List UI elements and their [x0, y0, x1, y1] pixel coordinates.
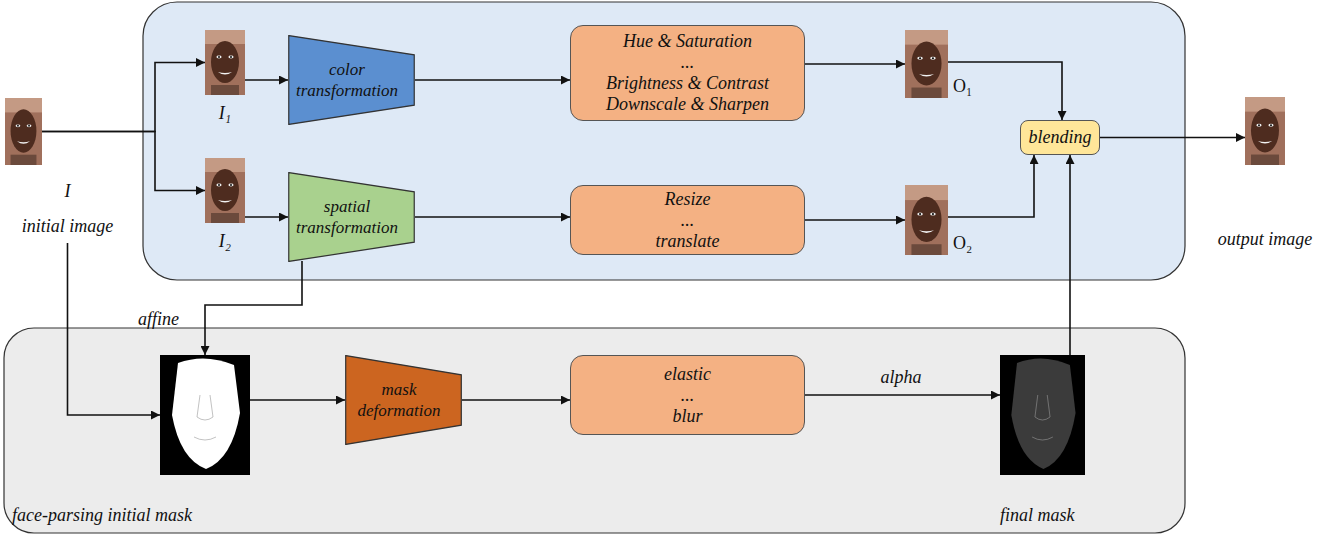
trapezoid-label: spatial transformation — [288, 172, 415, 262]
flow-arrow — [42, 63, 205, 132]
photo-frame — [905, 185, 948, 255]
image-caption: I₁ — [195, 103, 255, 124]
face-photo — [205, 30, 245, 95]
face-photo — [5, 98, 42, 165]
mask-frame — [1000, 355, 1085, 475]
image-caption: I₂ — [195, 231, 255, 252]
image-caption: initial image — [5, 216, 130, 237]
face-photo — [205, 158, 245, 223]
face-photo — [1245, 97, 1285, 165]
photo-frame — [205, 158, 245, 223]
face-photo — [905, 30, 948, 98]
trapezoid-label: mask deformation — [345, 355, 462, 445]
transform-trapezoid: color transformation — [288, 35, 415, 125]
trapezoid-shape — [288, 172, 415, 262]
mask-caption: face-parsing initial mask — [12, 505, 192, 526]
trapezoid-shape — [345, 355, 462, 445]
mask-panel — [4, 328, 1185, 533]
flow-arrow — [415, 79, 570, 81]
image-caption: O₂ — [953, 233, 972, 254]
photo-frame — [205, 30, 245, 95]
box-text: blur — [672, 406, 702, 427]
transform-trapezoid: spatial transformation — [288, 172, 415, 262]
flow-arrow — [1100, 137, 1245, 139]
trapezoid-shape — [288, 35, 415, 125]
photo-frame — [5, 98, 42, 165]
flow-arrow — [250, 399, 345, 401]
image-node: output image — [1215, 97, 1315, 250]
flow-arrow — [948, 62, 1062, 120]
photo-frame — [905, 30, 948, 98]
image-node: I₂ — [195, 158, 255, 252]
flow-arrow — [805, 63, 905, 65]
image-node: O₂ — [905, 185, 948, 255]
image-node: I₁ — [195, 30, 255, 124]
face-photo — [905, 185, 948, 255]
mask-node: final mask — [1000, 355, 1085, 475]
trapezoid-label: color transformation — [288, 35, 415, 125]
image-node: O₁ — [905, 30, 948, 98]
process-box: blending — [1020, 120, 1100, 155]
box-text: elastic — [664, 364, 711, 385]
edge-label: alpha — [881, 367, 922, 388]
flow-arrow — [462, 399, 570, 401]
box-text: blending — [1029, 127, 1092, 148]
flow-arrow — [1069, 155, 1071, 355]
photo-frame — [1245, 97, 1285, 165]
transform-trapezoid: mask deformation — [345, 355, 462, 445]
process-box: Hue & Saturation...Brightness & Contrast… — [570, 25, 805, 121]
edge-label: affine — [138, 309, 179, 330]
trapezoid-text: mask deformation — [350, 379, 448, 421]
box-text: Hue & Saturation — [623, 31, 752, 52]
flow-arrow — [205, 261, 302, 355]
box-text: ... — [681, 52, 695, 73]
mask-frame — [160, 355, 250, 475]
flow-arrow — [245, 216, 288, 218]
image-caption: O₁ — [953, 76, 972, 97]
process-box: Resize...translate — [570, 185, 805, 255]
box-text: ... — [681, 210, 695, 231]
image-caption: output image — [1215, 229, 1315, 250]
face-mask — [160, 355, 250, 475]
mask-caption: final mask — [1000, 505, 1075, 526]
face-mask — [1000, 355, 1085, 475]
mask-node: face-parsing initial mask — [160, 355, 250, 475]
flow-arrow — [948, 155, 1034, 217]
augmentation-panel — [143, 2, 1185, 280]
box-text: Resize — [665, 189, 711, 210]
flow-arrow — [415, 216, 570, 218]
image-node: Iinitial image — [5, 98, 130, 237]
flow-arrow — [805, 394, 1000, 396]
box-text: Brightness & Contrast — [606, 73, 769, 94]
box-text: translate — [655, 231, 719, 252]
box-text: Downscale & Sharpen — [606, 94, 769, 115]
flow-arrow — [805, 219, 905, 221]
flow-arrow — [245, 79, 288, 81]
process-box: elastic...blur — [570, 355, 805, 435]
trapezoid-text: color transformation — [293, 59, 401, 101]
image-caption: I — [5, 181, 130, 202]
trapezoid-text: spatial transformation — [293, 196, 401, 238]
box-text: ... — [681, 385, 695, 406]
